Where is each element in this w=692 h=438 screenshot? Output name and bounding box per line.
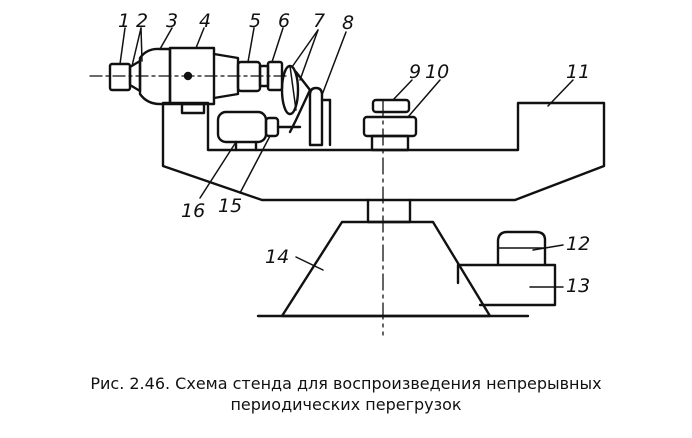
pulley-7-hub — [289, 65, 297, 111]
leader-3 — [159, 27, 173, 50]
bracket-8 — [308, 86, 324, 147]
label-1: 1 — [118, 10, 130, 32]
leader-6 — [271, 27, 284, 63]
label-11: 11 — [566, 61, 590, 83]
label-13: 13 — [566, 275, 590, 297]
leader-2a — [131, 27, 142, 67]
label-15: 15 — [218, 195, 242, 217]
platform-body — [161, 101, 606, 202]
central-shaft — [366, 198, 412, 224]
leader-5 — [247, 27, 255, 63]
motor-16 — [216, 110, 268, 144]
figure-caption-line-1: Рис. 2.46. Схема стенда для воспроизведе… — [90, 374, 602, 393]
leader-1 — [119, 27, 126, 65]
leader-8 — [321, 31, 347, 96]
leader-2b — [140, 27, 143, 62]
label-16: 16 — [181, 200, 205, 222]
leader-11 — [547, 79, 574, 107]
label-5: 5 — [249, 10, 261, 32]
part-6-ring — [266, 60, 284, 92]
drive-housing — [456, 263, 557, 307]
label-3: 3 — [166, 10, 178, 32]
weight-10 — [362, 115, 418, 138]
label-12: 12 — [566, 233, 590, 255]
belt-drive — [288, 70, 312, 134]
label-8: 8 — [342, 12, 354, 34]
part-4-stand — [180, 102, 206, 115]
part-1-fixture — [108, 62, 132, 92]
label-7: 7 — [313, 10, 325, 32]
weight-9 — [371, 98, 411, 114]
label-4: 4 — [199, 10, 211, 32]
leader-12 — [532, 244, 564, 251]
label-2: 2 — [136, 10, 148, 32]
leader-7a — [291, 29, 319, 68]
leader-14 — [295, 256, 324, 271]
leader-lines — [119, 27, 574, 288]
part-4-center — [183, 71, 193, 81]
leader-7b — [299, 29, 319, 81]
leader-10 — [407, 79, 441, 118]
coupling-15 — [264, 116, 280, 138]
label-6: 6 — [278, 10, 290, 32]
label-9: 9 — [409, 61, 421, 83]
leader-16 — [199, 141, 237, 199]
figure-caption-line-2: периодических перегрузок — [230, 395, 462, 414]
drive-motor — [496, 230, 547, 267]
label-10: 10 — [425, 61, 449, 83]
label-14: 14 — [265, 246, 289, 268]
leader-15 — [239, 135, 271, 194]
weight-base — [370, 134, 410, 152]
leader-4 — [195, 27, 205, 49]
leader-9 — [392, 79, 413, 101]
